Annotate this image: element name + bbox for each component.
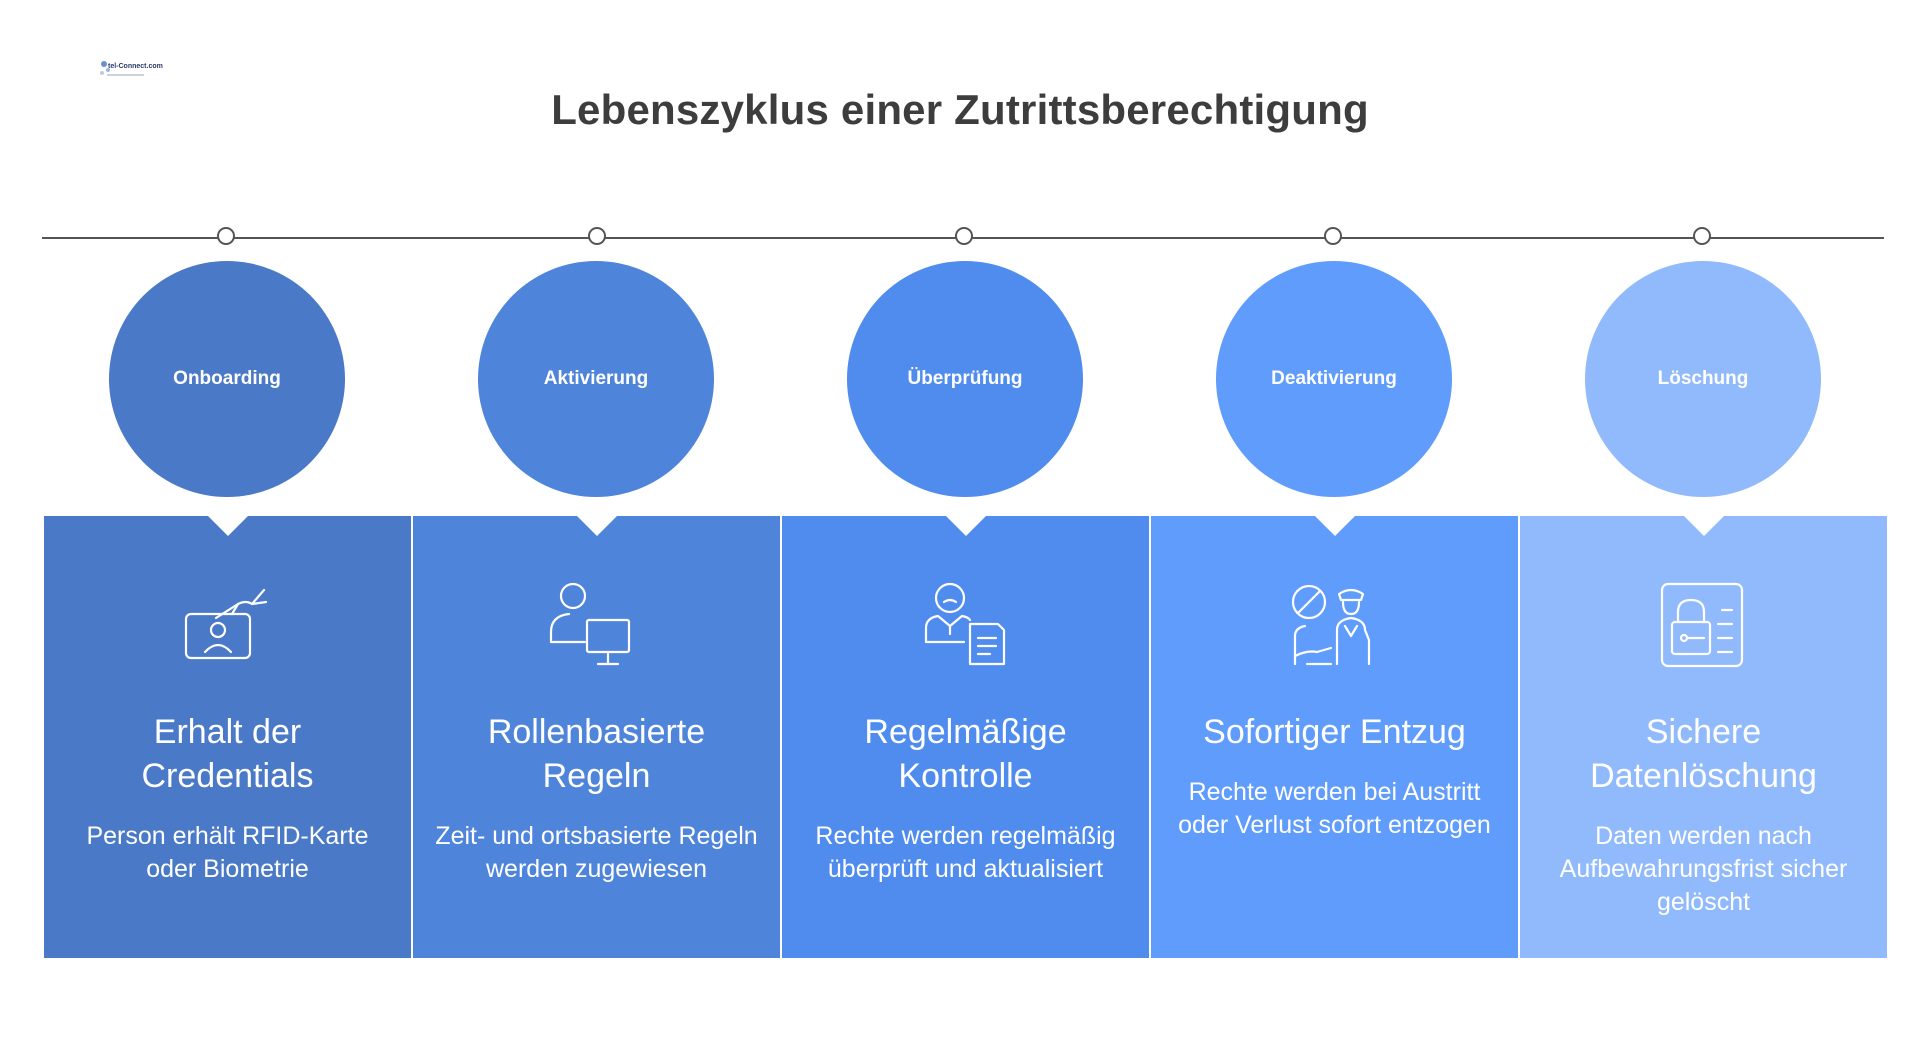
stage-description: Rechte werden bei Austritt oder Verlust … xyxy=(1178,778,1491,839)
user-document-icon xyxy=(920,580,1010,670)
card-notch xyxy=(1684,516,1724,536)
logo-icon xyxy=(100,61,144,76)
timeline-marker xyxy=(1324,227,1342,245)
card-notch xyxy=(577,516,617,536)
stage-description: Person erhält RFID-Karte oder Biometrie xyxy=(86,822,369,883)
page-title: Lebenszyklus einer Zutrittsberechtigung xyxy=(551,86,1369,133)
stage-deaktivierung: Deaktivierung Sofortiger Entzug Rechte w… xyxy=(1151,0,1519,1042)
id-card-hand-icon xyxy=(180,580,270,670)
timeline-marker xyxy=(588,227,606,245)
stage-card xyxy=(44,516,411,958)
stage-card xyxy=(1151,516,1518,958)
timeline-marker xyxy=(217,227,235,245)
stage-heading: Sichere Datenlöschung xyxy=(1590,713,1817,795)
stage-description: Zeit- und ortsbasierte Regeln werden zug… xyxy=(435,822,758,883)
secure-lock-file-icon xyxy=(1656,580,1746,670)
stage-description: Rechte werden regelmäßig überprüft und a… xyxy=(815,822,1116,883)
stage-label: Löschung xyxy=(1657,368,1749,389)
stage-heading: Regelmäßige Kontrolle xyxy=(864,713,1067,795)
logo-text: tel-Connect.com xyxy=(108,63,163,70)
card-notch xyxy=(1315,516,1355,536)
timeline-marker xyxy=(1693,227,1711,245)
stage-label: Aktivierung xyxy=(543,368,649,389)
stage-bubble: Aktivierung xyxy=(478,261,714,497)
stage-aktivierung: Aktivierung Rollenbasierte Regeln Zeit- … xyxy=(413,0,781,1042)
stage-bubble: Löschung xyxy=(1585,261,1821,497)
stage-heading: Rollenbasierte Regeln xyxy=(487,713,706,795)
stage-card xyxy=(1520,516,1887,958)
stage-description: Daten werden nach Aufbewahrungsfrist sic… xyxy=(1559,822,1848,916)
stage-bubble: Überprüfung xyxy=(847,261,1083,497)
stage-label: Überprüfung xyxy=(907,368,1023,389)
user-monitor-icon xyxy=(545,580,635,670)
prohibited-guard-icon xyxy=(1287,580,1377,670)
card-notch xyxy=(208,516,248,536)
stage-label: Deaktivierung xyxy=(1271,368,1397,389)
stage-bubble: Deaktivierung xyxy=(1216,261,1452,497)
stage-ueberpruefung: Überprüfung Regelmäßige Kontrolle Rechte… xyxy=(782,0,1150,1042)
stage-heading: Sofortiger Entzug xyxy=(1203,713,1466,751)
stage-heading: Erhalt der Credentials xyxy=(141,713,314,795)
stage-label: Onboarding xyxy=(173,368,281,389)
stage-bubble: Onboarding xyxy=(109,261,345,497)
timeline-marker xyxy=(955,227,973,245)
stage-onboarding: Onboarding Erhalt der Credentials Person… xyxy=(44,0,412,1042)
stage-loeschung: Löschung Sichere Datenlöschung Daten wer… xyxy=(1520,0,1888,1042)
stage-card xyxy=(413,516,780,958)
card-notch xyxy=(946,516,986,536)
logo: tel-Connect.com xyxy=(98,58,163,80)
stage-card xyxy=(782,516,1149,958)
